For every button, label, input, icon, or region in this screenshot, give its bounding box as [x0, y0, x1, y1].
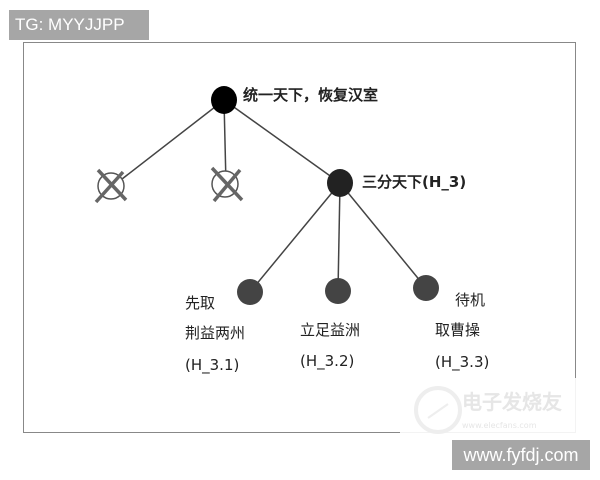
watermark-logo [400, 378, 578, 438]
h31-label-line3: (H_3.1) [185, 356, 240, 374]
logo-icon [414, 386, 462, 434]
edge-root-rejected-1 [112, 99, 225, 187]
watermark-logo-subtitle: www.elecfans.com [462, 421, 537, 430]
h33-label-line1: 待机 [455, 291, 486, 309]
root-node [211, 86, 237, 114]
h33-node [413, 275, 439, 301]
watermark-tag: TG: MYYJJPP [9, 10, 149, 40]
edge-root-rejected-2 [223, 99, 227, 185]
site-tag: www.fyfdj.com [452, 440, 590, 470]
h31-label-line1: 先取 [185, 294, 216, 312]
watermark-logo-title: 电子发烧友 [462, 390, 562, 414]
h33-label-line2: 取曹操 [435, 321, 481, 339]
rejected-node-1 [94, 168, 128, 204]
h32-label-line1: 立足益洲 [300, 321, 361, 339]
h3-label: 三分天下(H_3) [362, 173, 467, 191]
h32-label-line2: (H_3.2) [300, 352, 355, 370]
edge-root-h3 [223, 99, 341, 184]
h31-label-line2: 荆益两州 [185, 324, 246, 342]
h31-node [237, 279, 263, 305]
root-label: 统一天下，恢复汉室 [243, 86, 379, 104]
edge-h3-h33 [339, 182, 427, 289]
h3-node [327, 169, 353, 197]
edge-h3-h31 [249, 182, 341, 293]
h32-node [325, 278, 351, 304]
diagram-frame [23, 42, 576, 433]
edge-h3-h32 [337, 182, 341, 292]
rejected-node-2 [210, 166, 244, 203]
h33-label-line3: (H_3.3) [435, 353, 490, 371]
